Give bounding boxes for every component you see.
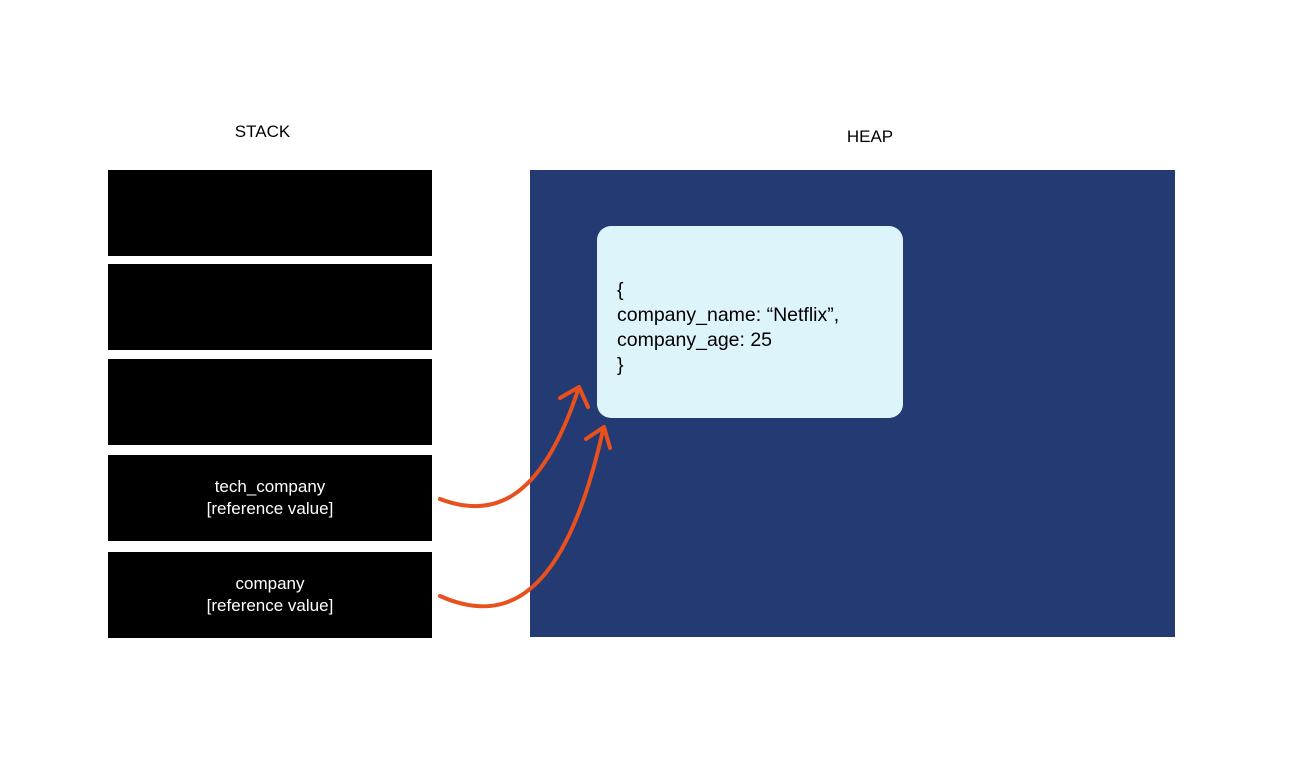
heap-object-field-company-name: company_name: “Netflix”, (617, 304, 840, 326)
stack-frame-3 (108, 359, 432, 445)
stack-frame-variable-name: tech_company (214, 477, 326, 496)
stack-frame-1 (108, 170, 432, 256)
stack-frame-2 (108, 264, 432, 350)
heap-object-open-brace: { (617, 279, 624, 301)
stack-frame-tech-company: tech_company [reference value] (108, 455, 432, 541)
heap-object-close-brace: } (617, 354, 624, 376)
stack-frame-reference-label: [reference value] (206, 499, 334, 518)
stack-frame-company: company [reference value] (108, 552, 432, 638)
heap-title: HEAP (846, 127, 894, 146)
heap-object: { company_name: “Netflix”, company_age: … (597, 226, 903, 418)
stack-frame-variable-name: company (235, 574, 305, 593)
heap-object-field-company-age: company_age: 25 (617, 329, 773, 351)
stack-frame-reference-label: [reference value] (206, 596, 334, 615)
stack-title: STACK (234, 122, 291, 141)
